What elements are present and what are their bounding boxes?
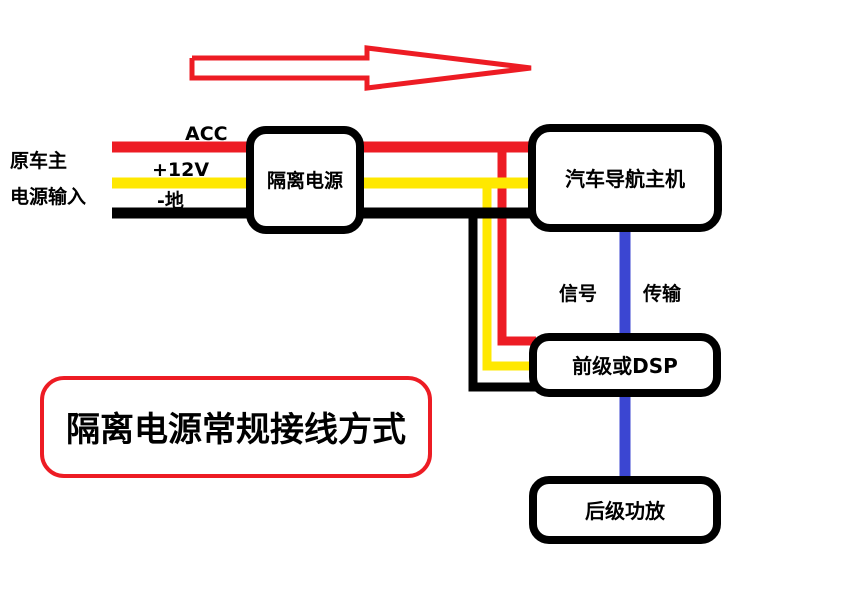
wire-label-power: +12V	[152, 159, 209, 181]
direction-arrow-icon	[189, 45, 532, 91]
box-car-navigation-host[interactable]: 汽车导航主机	[528, 124, 722, 232]
box-isolated-power-label: 隔离电源	[267, 169, 343, 192]
box-power-amplifier-label: 后级功放	[585, 499, 666, 523]
ground-wire-branch-to-dsp	[468, 213, 536, 392]
box-isolated-power-outline	[246, 126, 364, 234]
title-banner: 隔离电源常规接线方式	[40, 376, 432, 478]
box-preamp-dsp-outline	[529, 333, 721, 397]
box-power-amplifier-outline	[529, 476, 721, 544]
box-car-navigation-host-outline	[528, 124, 722, 232]
title-banner-text: 隔离电源常规接线方式	[66, 410, 406, 450]
box-preamp-dsp-label: 前级或DSP	[572, 354, 678, 378]
box-isolated-power[interactable]: 隔离电源	[246, 126, 364, 234]
signal-label-right: 传输	[642, 282, 682, 305]
box-power-amplifier[interactable]: 后级功放	[529, 476, 721, 544]
box-preamp-dsp[interactable]: 前级或DSP	[529, 333, 721, 397]
wire-label-ground: -地	[157, 189, 184, 212]
source-label-line1: 原车主	[10, 149, 67, 172]
source-label-line2: 电源输入	[10, 185, 86, 208]
wire-label-acc: ACC	[185, 123, 228, 145]
signal-label-left: 信号	[559, 282, 597, 305]
title-banner-outline	[40, 376, 432, 478]
power-wire-branch-to-dsp	[482, 183, 536, 371]
box-car-navigation-host-label: 汽车导航主机	[565, 167, 685, 191]
